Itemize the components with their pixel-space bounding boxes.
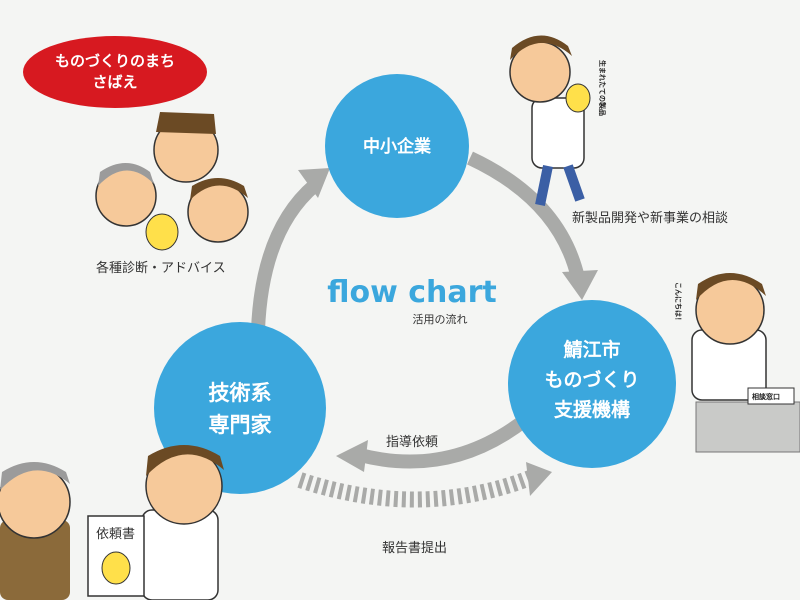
arrow-left-to-top	[251, 179, 320, 331]
advisor-group-illustration	[95, 112, 249, 251]
arrow-top-to-right	[467, 151, 585, 280]
arrow-head-right	[562, 270, 598, 300]
label-diagnosis: 各種診断・アドバイス	[96, 260, 226, 276]
arrow-head-report	[526, 462, 552, 496]
node-expert-line2: 専門家	[209, 413, 273, 437]
document-title: 依頼書	[96, 527, 135, 542]
node-sme-circle	[325, 74, 469, 218]
arrow-report-dashed	[297, 470, 533, 508]
chick-icon-2	[145, 213, 179, 251]
top-person-bubble: 生まれたての製品	[598, 60, 607, 116]
node-expert-line1: 技術系	[209, 381, 272, 405]
receptionist-hair	[696, 273, 766, 300]
request-handover-illustration: 依頼書	[0, 445, 224, 600]
node-sme: 中小企業	[325, 74, 469, 218]
arrow-head-top	[298, 168, 330, 198]
walking-man-shirt	[531, 97, 585, 169]
node-support-org: 鯖江市 ものづくり 支援機構	[508, 300, 676, 468]
node-support-line1: 鯖江市	[562, 338, 620, 361]
badge-line1: ものづくりのまち	[55, 52, 175, 70]
receptionist-illustration: 相談窓口 こんにちは！	[674, 273, 800, 453]
chick-icon-3	[101, 551, 131, 585]
person-walking-illustration: 生まれたての製品	[509, 35, 607, 207]
arrow-right-to-left	[358, 414, 530, 469]
badge-shape	[23, 36, 207, 108]
young-man-2-hair	[146, 445, 224, 476]
old-man-hair	[98, 163, 154, 186]
town-badge: ものづくりのまち さばえ	[23, 36, 207, 108]
young-man-hair	[156, 112, 216, 134]
label-guidance-request: 指導依頼	[386, 435, 438, 450]
walking-man-legs	[535, 164, 585, 207]
label-report-submit: 報告書提出	[382, 540, 447, 556]
reception-desk	[695, 401, 800, 453]
chart-title: flow chart	[327, 275, 497, 310]
glasses-man-hair	[190, 178, 248, 200]
desk-sign	[747, 387, 795, 405]
right-person-bubble: こんにちは！	[674, 282, 682, 324]
old-man-2-hair	[0, 462, 70, 490]
walking-man-hair	[510, 35, 572, 60]
old-man-suit	[0, 520, 70, 600]
label-consultation: 新製品開発や新事業の相談	[572, 210, 728, 226]
node-support-circle	[508, 300, 676, 468]
badge-line2: さばえ	[92, 73, 137, 91]
node-sme-label: 中小企業	[363, 136, 431, 157]
chick-icon	[565, 83, 591, 113]
desk-sign-label: 相談窓口	[752, 392, 780, 401]
cycle-arrows	[251, 151, 598, 508]
chart-subtitle: 活用の流れ	[413, 312, 468, 326]
node-support-line3: 支援機構	[553, 398, 630, 421]
arrow-head-left	[336, 440, 368, 472]
node-support-line2: ものづくり	[544, 369, 639, 391]
